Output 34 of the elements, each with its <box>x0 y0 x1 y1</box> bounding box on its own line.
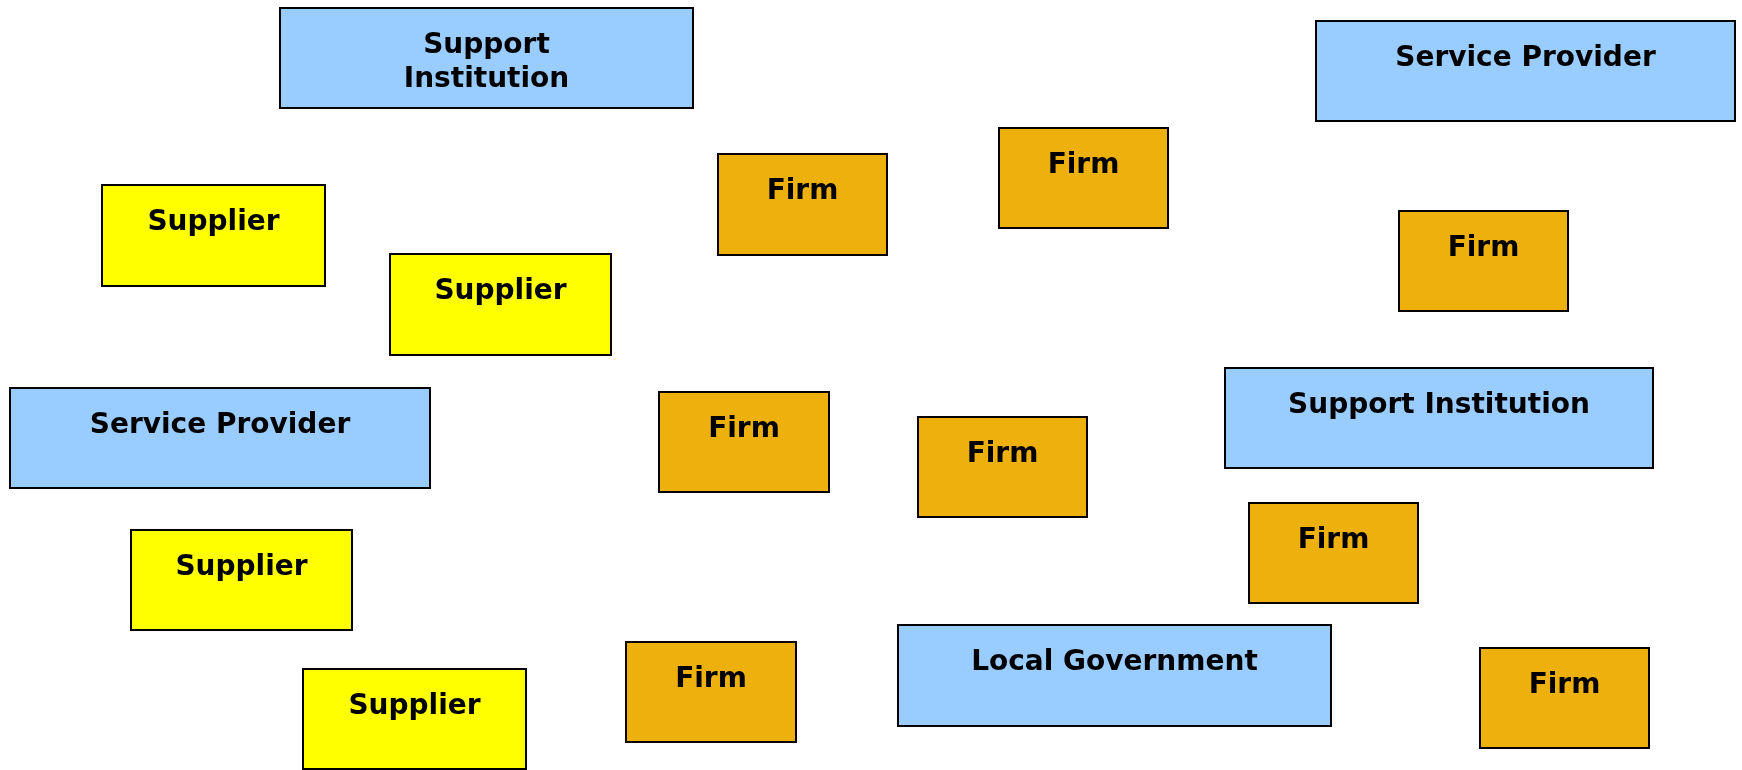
box-label: Firm <box>1297 522 1370 556</box>
box-label: Firm <box>708 411 780 445</box>
process-box <box>389 253 612 356</box>
process-box <box>1224 367 1654 469</box>
process-box <box>658 391 830 493</box>
box-label: Firm <box>766 173 839 207</box>
box-label: Supplier <box>434 273 567 307</box>
process-box <box>1479 647 1650 749</box>
process-box <box>1398 210 1569 312</box>
process-box <box>9 387 431 489</box>
box-label: Support Institution <box>402 27 571 95</box>
box-label: Supplier <box>175 549 308 583</box>
box-label: Firm <box>1528 667 1601 701</box>
box-label: Firm <box>675 661 747 695</box>
process-box <box>1248 502 1419 604</box>
box-label: Firm <box>1447 230 1520 264</box>
box-label: Supplier <box>348 688 481 722</box>
process-box <box>998 127 1169 229</box>
box-label: Service Provider <box>1395 40 1656 74</box>
process-box <box>625 641 797 743</box>
process-box <box>1315 20 1736 122</box>
process-box <box>917 416 1088 518</box>
box-label: Firm <box>1047 147 1120 181</box>
process-box <box>717 153 888 256</box>
process-box <box>302 668 527 770</box>
box-label: Firm <box>966 436 1039 470</box>
process-box <box>101 184 326 287</box>
box-label: Local Government <box>971 644 1258 678</box>
box-label: Supplier <box>147 204 280 238</box>
box-label: Support Institution <box>1288 387 1590 421</box>
process-box <box>279 7 694 109</box>
process-box <box>897 624 1332 727</box>
process-box <box>130 529 353 631</box>
box-label: Service Provider <box>89 407 351 441</box>
